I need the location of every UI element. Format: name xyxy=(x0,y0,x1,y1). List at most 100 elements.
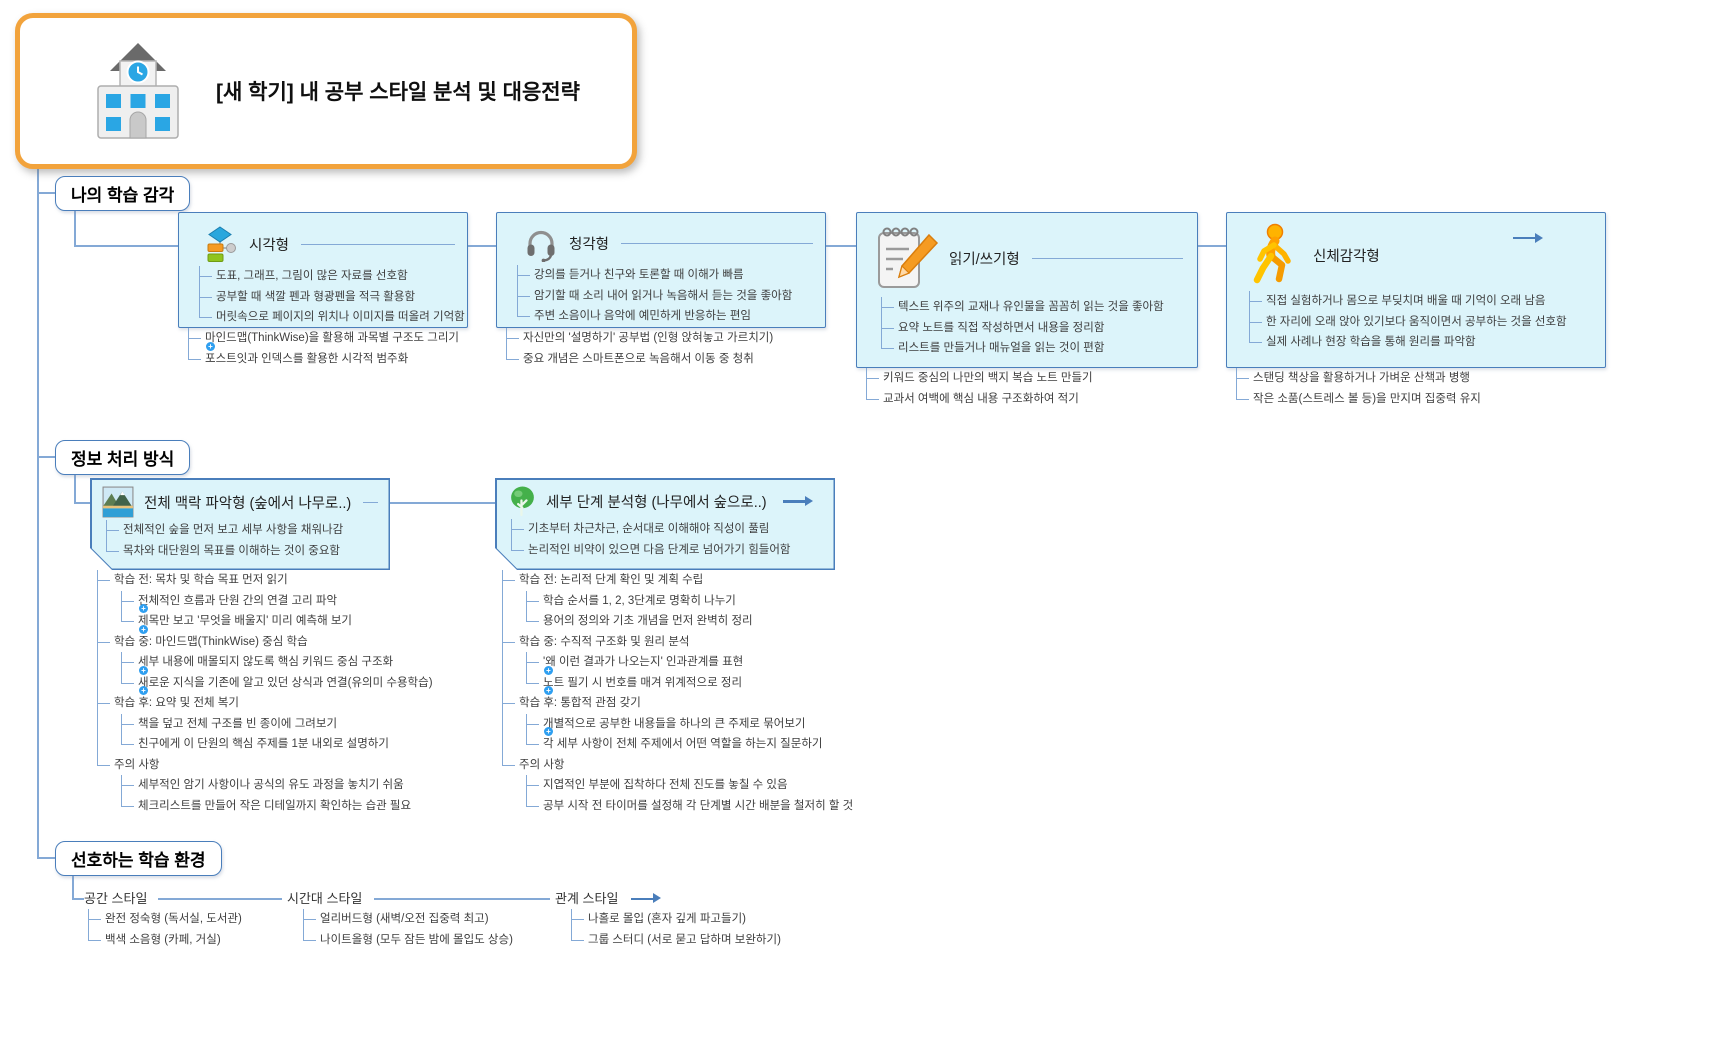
topic-auditory[interactable]: 청각형 강의를 듣거나 친구와 토론할 때 이해가 빠름 암기할 때 소리 내어… xyxy=(496,212,826,328)
tree-item[interactable]: 얼리버드형 (새벽/오전 집중력 최고) xyxy=(303,909,513,930)
plan-subitem[interactable]: 전체적인 흐름과 단원 간의 연결 고리 파악 + xyxy=(121,590,433,613)
topic-global-title: 전체 맥락 파악형 (숲에서 나무로..) xyxy=(144,495,352,512)
plan-subitem[interactable]: 친구에게 이 단원의 핵심 주제를 1분 내외로 설명하기 xyxy=(121,734,433,755)
plan-item[interactable]: 학습 중: 수직적 구조화 및 원리 분석 '왜 이런 결과가 나오는지' 인과… xyxy=(502,631,853,695)
plan-subitem[interactable]: 체크리스트를 만들어 작은 디테일까지 확인하는 습관 필요 xyxy=(121,795,433,817)
env-space-group: 공간 스타일 완전 정숙형 (독서실, 도서관) 백색 소음형 (카페, 거실) xyxy=(84,889,242,951)
tree-item[interactable]: 강의를 듣거나 친구와 토론할 때 이해가 빠름 xyxy=(517,265,825,286)
plan-subitem[interactable]: 각 세부 사항이 전체 주제에서 어떤 역할을 하는지 질문하기 xyxy=(526,734,853,755)
plan-item[interactable]: 학습 후: 요약 및 전체 복기 책을 덮고 전체 구조를 빈 종이에 그려보기… xyxy=(97,693,433,755)
tree-item[interactable]: 자신만의 '설명하기' 공부법 (인형 앉혀놓고 가르치기) xyxy=(506,328,773,349)
topic-detail-steps[interactable]: 세부 단계 분석형 (나무에서 숲으로..) 기초부터 차근차근, 순서대로 이… xyxy=(495,478,835,570)
attachment-plus-icon: + xyxy=(139,665,148,675)
topic-detail-title: 세부 단계 분석형 (나무에서 숲으로..) xyxy=(546,495,767,511)
tree-item[interactable]: 나홀로 몰입 (혼자 깊게 파고들기) xyxy=(571,909,781,930)
tree-item[interactable]: 암기할 때 소리 내어 읽거나 녹음해서 듣는 것을 좋아함 xyxy=(517,285,825,307)
tree-item[interactable]: 교과서 여백에 핵심 내용 구조화하여 적기 xyxy=(866,388,1093,410)
connector-line xyxy=(1198,245,1226,247)
plan-subitem[interactable]: 세부적인 암기 사항이나 공식의 유도 과정을 놓치기 쉬움 xyxy=(121,775,433,796)
topic-reading[interactable]: 읽기/쓰기형 텍스트 위주의 교재나 유인물을 꼼꼼히 읽는 것을 좋아함 요약… xyxy=(856,212,1198,368)
branch-sensory[interactable]: 나의 학습 감각 xyxy=(55,176,191,211)
tree-item[interactable]: 목차와 대단원의 목표를 이해하는 것이 중요함 xyxy=(106,540,390,562)
tree-item[interactable]: 작은 소품(스트레스 볼 등)을 만지며 집중력 유지 xyxy=(1236,388,1481,410)
tree-item[interactable]: 포스트잇과 인덱스를 활용한 시각적 범주화 xyxy=(188,348,459,370)
plan-subitem[interactable]: 용어의 정의와 기초 개념을 먼저 완벽히 정리 xyxy=(526,611,853,632)
tree-item[interactable]: 논리적인 비약이 있으면 다음 단계로 넘어가기 힘들어함 xyxy=(511,539,835,561)
plan-subitem[interactable]: 제목만 보고 '무엇을 배울지' 미리 예측해 보기 + xyxy=(121,611,433,634)
memo-pencil-icon xyxy=(878,227,939,288)
connector-line xyxy=(38,456,55,458)
tree-item[interactable]: 도표, 그래프, 그림이 많은 자료를 선호함 xyxy=(199,266,467,287)
branch-rule xyxy=(621,243,813,244)
branch-processing[interactable]: 정보 처리 방식 xyxy=(55,440,191,475)
branch-sensory-label: 나의 학습 감각 xyxy=(71,186,175,205)
arrow-right-icon[interactable] xyxy=(782,495,813,507)
tree-item[interactable]: 백색 소음형 (카페, 거실) xyxy=(88,930,242,951)
tree-item[interactable]: 중요 개념은 스마트폰으로 녹음해서 이동 중 청취 xyxy=(506,348,773,370)
connector-line xyxy=(74,245,178,247)
branch-rule xyxy=(363,501,378,503)
tree-item[interactable]: 그룹 스터디 (서로 묻고 답하며 보완하기) xyxy=(571,930,781,951)
plan-item[interactable]: 주의 사항 세부적인 암기 사항이나 공식의 유도 과정을 놓치기 쉬움 체크리… xyxy=(97,754,433,817)
connector-line xyxy=(74,474,76,503)
plan-item[interactable]: 주의 사항 지엽적인 부분에 집착하다 전체 진도를 놓칠 수 있음 공부 시작… xyxy=(502,754,853,817)
plan-subitem[interactable]: 노트 필기 시 번호를 매겨 위계적으로 정리 + xyxy=(526,672,853,695)
topic-visual-title: 시각형 xyxy=(249,237,290,254)
tree-item[interactable]: 한 자리에 오래 앉아 있기보다 움직이면서 공부하는 것을 선호함 xyxy=(1249,311,1605,333)
tree-item[interactable]: 나이트올형 (모두 잠든 밤에 몰입도 상승) xyxy=(303,930,513,951)
plan-subitem[interactable]: 개별적으로 공부한 내용들을 하나의 큰 주제로 묶어보기 + xyxy=(526,713,853,736)
root-topic[interactable]: [새 학기] 내 공부 스타일 분석 및 대응전략 xyxy=(15,13,637,169)
tree-item[interactable]: 요약 노트를 직접 작성하면서 내용을 정리함 xyxy=(881,317,1197,339)
tree-item[interactable]: 텍스트 위주의 교재나 유인물을 꼼꼼히 읽는 것을 좋아함 xyxy=(881,297,1197,318)
plan-item[interactable]: 학습 후: 통합적 관점 갖기 개별적으로 공부한 내용들을 하나의 큰 주제로… xyxy=(502,693,853,755)
plan-subitem[interactable]: 공부 시작 전 타이머를 설정해 각 단계별 시간 배분을 철저히 할 것 xyxy=(526,795,853,817)
plan-subitem[interactable]: 지엽적인 부분에 집착하다 전체 진도를 놓칠 수 있음 xyxy=(526,775,853,796)
tree-item[interactable]: 머릿속으로 페이지의 위치나 이미지를 떠올려 기억함 xyxy=(199,307,467,328)
headset-icon xyxy=(527,230,555,262)
kinesthetic-notes: 스탠딩 책상을 활용하거나 가벼운 산책과 병행 작은 소품(스트레스 볼 등)… xyxy=(1236,368,1481,409)
connector-line xyxy=(468,245,496,247)
connector-line xyxy=(390,502,495,504)
tree-item[interactable]: 키워드 중심의 나만의 백지 복습 노트 만들기 xyxy=(866,368,1093,389)
plan-subitem[interactable]: 새로운 지식을 기존에 알고 있던 상식과 연결(유의미 수용학습) + xyxy=(121,672,433,695)
env-relation-header[interactable]: 관계 스타일 xyxy=(555,891,619,906)
tree-item[interactable]: 기초부터 차근차근, 순서대로 이해해야 직성이 풀림 xyxy=(511,519,835,540)
env-space-header[interactable]: 공간 스타일 xyxy=(84,891,148,906)
connector-line xyxy=(826,245,856,247)
tree-item[interactable]: 전체적인 숲을 먼저 보고 세부 사항을 채워나감 xyxy=(106,520,390,541)
env-relation-group: 관계 스타일 나홀로 몰입 (혼자 깊게 파고들기) 그룹 스터디 (서로 묻고… xyxy=(555,889,781,951)
env-time-header[interactable]: 시간대 스타일 xyxy=(287,891,363,906)
branch-processing-label: 정보 처리 방식 xyxy=(71,450,175,469)
plan-item[interactable]: 학습 전: 목차 및 학습 목표 먼저 읽기 전체적인 흐름과 단원 간의 연결… xyxy=(97,570,433,634)
plan-item[interactable]: 학습 중: 마인드맵(ThinkWise) 중심 학습 세부 내용에 매몰되지 … xyxy=(97,631,433,695)
topic-global-context[interactable]: 전체 맥락 파악형 (숲에서 나무로..) 전체적인 숲을 먼저 보고 세부 사… xyxy=(90,478,390,570)
tree-item[interactable]: 직접 실험하거나 몸으로 부딪치며 배울 때 기억이 오래 남음 xyxy=(1249,291,1605,312)
plan-item[interactable]: 학습 전: 논리적 단계 확인 및 계획 수립 학습 순서를 1, 2, 3단계… xyxy=(502,570,853,632)
topic-visual[interactable]: 시각형 도표, 그래프, 그림이 많은 자료를 선호함 공부할 때 색깔 펜과 … xyxy=(178,212,468,328)
arrow-right-icon[interactable] xyxy=(630,892,661,904)
plan-subitem[interactable]: 책을 덮고 전체 구조를 빈 종이에 그려보기 xyxy=(121,713,433,735)
attachment-plus-icon: + xyxy=(139,686,148,695)
tree-item[interactable]: 마인드맵(ThinkWise)을 활용해 과목별 구조도 그리기 + xyxy=(188,328,459,351)
topic-kinesthetic-title: 신체감각형 xyxy=(1313,248,1380,265)
tree-item[interactable]: 주변 소음이나 음악에 예민하게 반응하는 편임 xyxy=(517,306,825,327)
attachment-plus-icon: + xyxy=(544,665,553,675)
plan-subitem[interactable]: '왜 이런 결과가 나오는지' 인과관계를 표현 + xyxy=(526,652,853,675)
tree-item[interactable]: 리스트를 만들거나 매뉴얼을 읽는 것이 편함 xyxy=(881,338,1197,359)
topic-auditory-title: 청각형 xyxy=(569,237,610,253)
connector-line xyxy=(74,210,76,246)
root-title: [새 학기] 내 공부 스타일 분석 및 대응전략 xyxy=(216,81,580,104)
branch-environment[interactable]: 선호하는 학습 환경 xyxy=(55,841,222,876)
attachment-plus-icon: + xyxy=(544,727,553,736)
arrow-right-icon[interactable] xyxy=(1513,232,1543,244)
plan-subitem[interactable]: 학습 순서를 1, 2, 3단계로 명확히 나누기 xyxy=(526,590,853,612)
plan-subitem[interactable]: 세부 내용에 매몰되지 않도록 핵심 키워드 중심 구조화 + xyxy=(121,652,433,675)
tree-item[interactable]: 공부할 때 색깔 펜과 형광펜을 적극 활용함 xyxy=(199,286,467,308)
env-time-group: 시간대 스타일 얼리버드형 (새벽/오전 집중력 최고) 나이트올형 (모두 잠… xyxy=(287,889,513,951)
branch-environment-label: 선호하는 학습 환경 xyxy=(71,851,206,870)
topic-kinesthetic[interactable]: 신체감각형 직접 실험하거나 몸으로 부딪치며 배울 때 기억이 오래 남음 한… xyxy=(1226,212,1606,368)
tree-item[interactable]: 완전 정숙형 (독서실, 도서관) xyxy=(88,909,242,930)
tree-item[interactable]: 스탠딩 책상을 활용하거나 가벼운 산책과 병행 xyxy=(1236,368,1481,389)
flowchart-icon xyxy=(207,226,236,262)
tree-item[interactable]: 실제 사례나 현장 학습을 통해 원리를 파악함 xyxy=(1249,332,1605,353)
